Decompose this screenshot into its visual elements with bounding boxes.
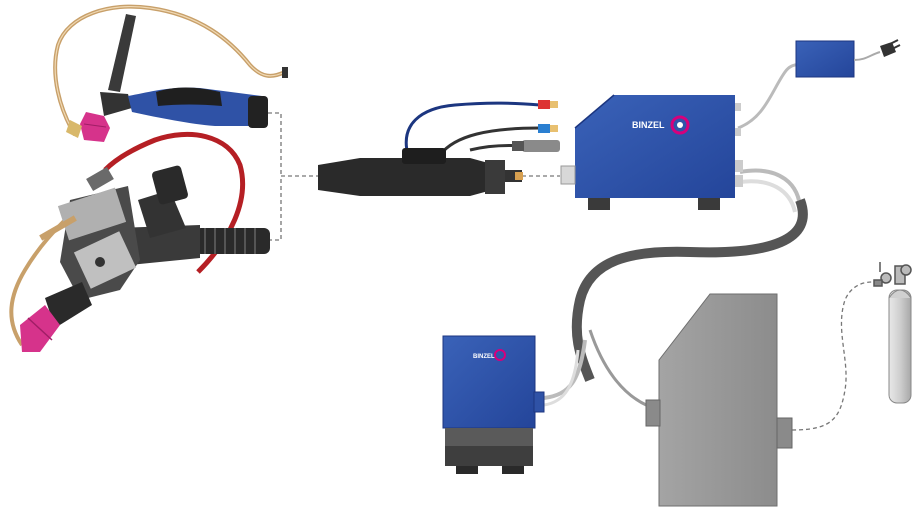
black-lead-1 — [438, 126, 541, 156]
thin-hose-1 — [588, 329, 661, 412]
gas-hose-inner — [54, 5, 286, 136]
hose-to-feeder-2 — [739, 179, 797, 213]
nozzle-ring — [83, 123, 107, 128]
bottom-port-1 — [735, 160, 743, 172]
feeder-body — [442, 335, 536, 429]
foot-left — [588, 198, 610, 210]
gas-cylinder[interactable] — [873, 262, 912, 404]
wire-feeder[interactable]: BINZEL — [442, 335, 545, 474]
thin-hose-3 — [543, 349, 580, 407]
tig-torch-gas-cooled[interactable] — [9, 132, 270, 352]
handle-end — [248, 96, 268, 128]
top-port-2 — [735, 128, 741, 136]
cooling-unit[interactable]: BINZEL — [543, 60, 808, 412]
cooling-box-body — [575, 95, 735, 198]
cylinder-shoulder — [888, 289, 912, 299]
torch-head — [100, 92, 132, 116]
left-socket — [645, 399, 661, 427]
corrugated-hose — [195, 228, 270, 254]
brass-pin — [515, 172, 523, 180]
control-box[interactable] — [795, 40, 881, 78]
connector-collar — [485, 160, 505, 194]
handle-neck — [138, 190, 186, 238]
gray-block — [57, 187, 127, 241]
hose-end-cap — [282, 67, 288, 78]
blue-terminal — [538, 124, 550, 133]
side-port — [560, 165, 576, 185]
torch2-to-bus-line — [268, 176, 282, 241]
blue-lead — [404, 101, 541, 156]
brand-logo: BINZEL — [632, 115, 690, 135]
tig-torch-flexible[interactable] — [53, 4, 288, 142]
feeder-base-dark — [445, 446, 533, 466]
power-source[interactable] — [645, 293, 793, 507]
blue-terminal-tip — [550, 125, 558, 132]
red-terminal — [538, 100, 550, 109]
mains-cable — [853, 51, 881, 61]
brand-logo-text: BINZEL — [632, 120, 665, 130]
connector-mid — [402, 148, 446, 164]
nozzle-pink — [80, 112, 110, 142]
feeder-logo: BINZEL — [473, 349, 506, 361]
dashed-connections — [268, 112, 873, 431]
gas-fitting — [66, 120, 82, 138]
torch1-to-bus-line — [268, 112, 282, 176]
connector-body — [318, 158, 492, 196]
cylinder-body — [888, 289, 912, 404]
tungsten-cap — [86, 166, 114, 192]
back-cap — [108, 14, 136, 92]
regulator-icon — [873, 262, 912, 287]
foot-right — [698, 198, 720, 210]
control-plug-cap — [512, 141, 524, 151]
right-socket — [776, 417, 793, 449]
logo-mark — [670, 115, 690, 135]
nozzle-body — [45, 282, 92, 328]
feeder-foot-left — [456, 466, 478, 474]
hose-package-connector[interactable] — [318, 100, 560, 196]
switch-block — [73, 231, 137, 289]
bottom-port-2 — [735, 175, 743, 187]
feeder-connector — [533, 391, 545, 413]
cooling-box-edge — [574, 94, 615, 129]
red-cable — [103, 132, 246, 274]
tungsten-rod — [39, 215, 77, 241]
plug-icon — [880, 42, 896, 57]
switch-button — [95, 257, 105, 267]
power-source-body — [658, 293, 778, 507]
control-box-body — [795, 40, 855, 78]
cylinder-to-power-source-line — [791, 281, 873, 431]
handle-grip — [156, 87, 222, 106]
control-plug — [522, 140, 560, 152]
feeder-foot-right — [502, 466, 524, 474]
top-port-1 — [735, 103, 741, 111]
feeder-logo-text: BINZEL — [473, 354, 495, 360]
red-terminal-tip — [550, 101, 558, 108]
nozzle-ring — [27, 317, 53, 341]
mains-plug[interactable] — [880, 39, 901, 57]
knob — [152, 165, 188, 205]
thick-hose-package — [571, 198, 808, 382]
